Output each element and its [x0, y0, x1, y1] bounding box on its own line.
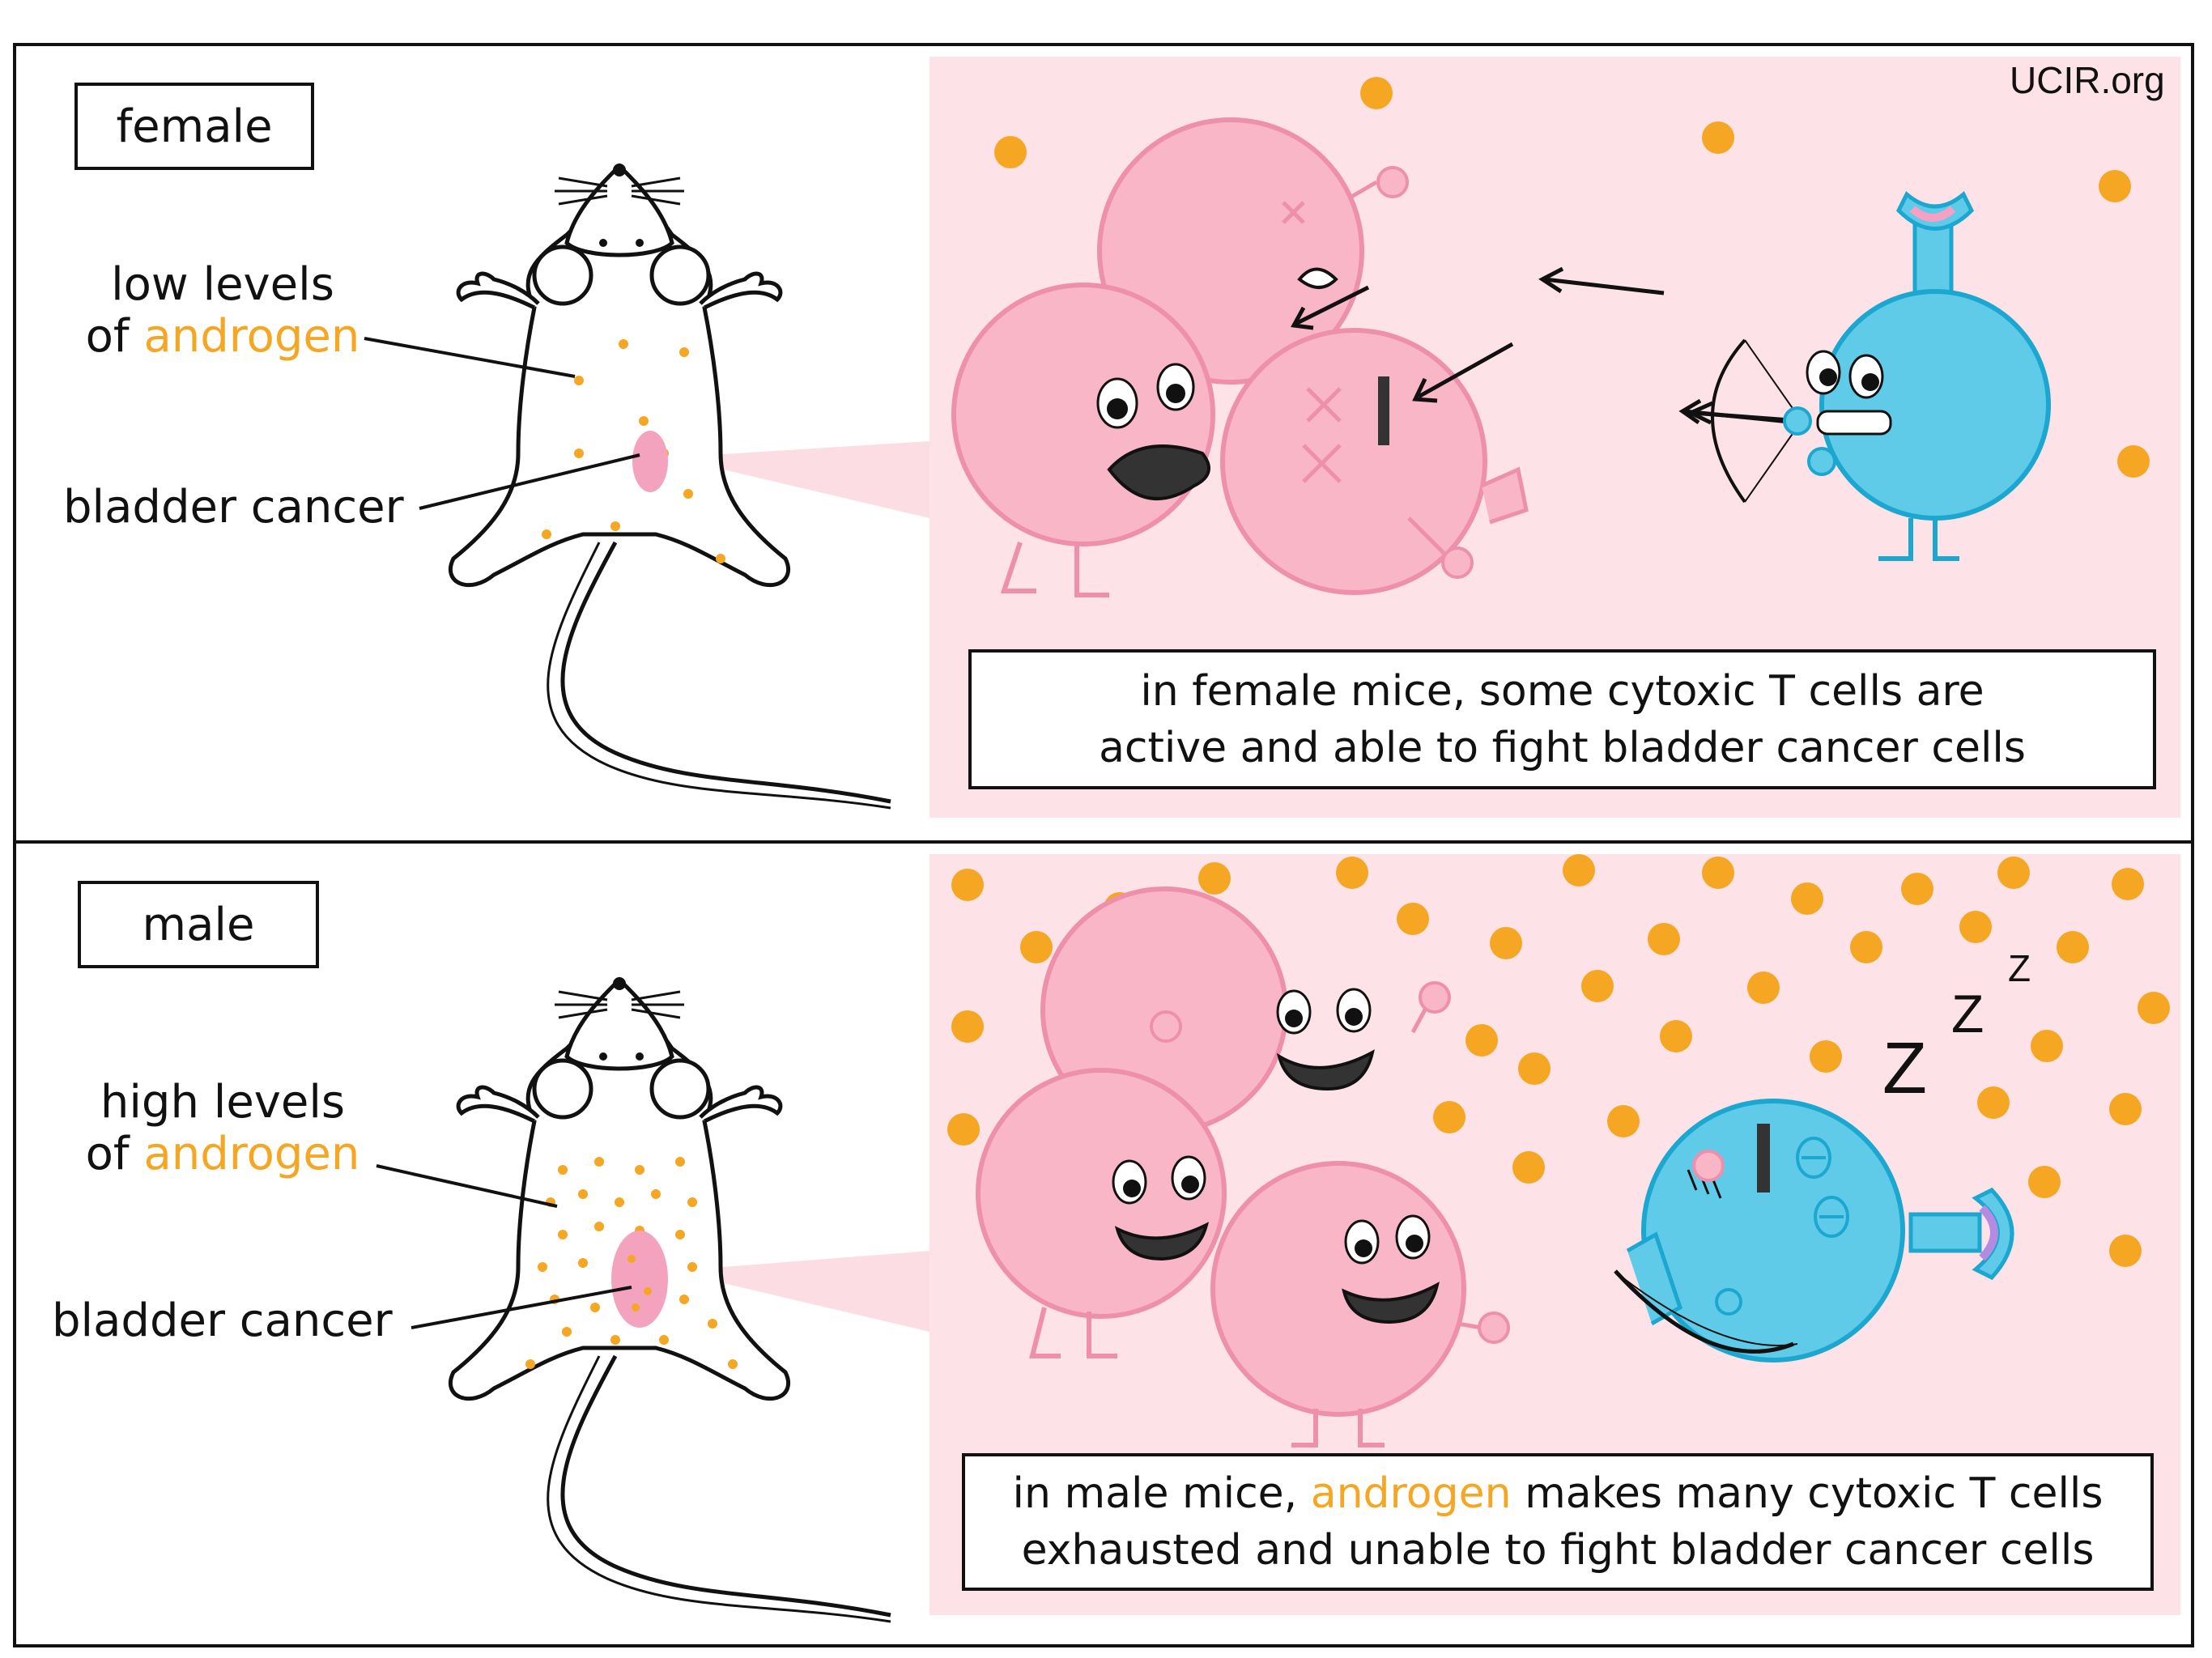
female-caption-line2: active and able to fight bladder cancer … — [1099, 723, 2026, 772]
male-cancer-label: bladder cancer — [52, 1295, 393, 1347]
sleep-z-small: Z — [2008, 947, 2031, 989]
androgen-pointer — [364, 337, 576, 378]
sleep-z-large: Z — [1882, 1028, 1927, 1109]
androgen-pointer — [376, 1164, 558, 1208]
female-label: female — [74, 83, 314, 170]
male-caption-line2: exhausted and unable to fight bladder ca… — [1021, 1526, 2095, 1575]
female-cancer-label: bladder cancer — [63, 481, 404, 534]
male-androgen-label: high levels of androgen — [77, 1077, 368, 1180]
cancer-pointer — [419, 453, 640, 510]
male-label: male — [78, 881, 319, 968]
male-caption-rest: makes many cytoxic T cells — [1525, 1469, 2104, 1518]
female-caption-line1: in female mice, some cytoxic T cells are — [1140, 666, 1984, 716]
male-androgen-line1: high levels — [100, 1076, 346, 1129]
zoom-cone — [672, 1251, 929, 1332]
male-caption-prefix: in male mice, — [1012, 1469, 1298, 1518]
female-androgen-line1: low levels — [111, 258, 334, 311]
t-cell-archer-icon — [1686, 191, 2051, 561]
male-androgen-prefix: of — [85, 1128, 130, 1180]
mouse-icon — [450, 164, 891, 808]
female-label-text: female — [116, 100, 273, 153]
female-androgen-line2: of androgen — [77, 311, 368, 363]
male-caption: in male mice, androgen makes many cytoxi… — [962, 1453, 2154, 1591]
outer-frame — [13, 43, 2194, 1647]
cancer-cell-icon — [951, 283, 1215, 597]
androgen-particles — [994, 77, 2150, 478]
tumor-icon — [611, 1231, 668, 1328]
sleep-z-medium: Z — [1951, 984, 1984, 1044]
male-androgen-line2: of androgen — [77, 1129, 368, 1180]
male-androgen-word: androgen — [143, 1128, 360, 1180]
female-androgen-prefix: of — [85, 310, 130, 363]
watermark: UCIR.org — [2010, 59, 2165, 101]
male-caption-androgen: androgen — [1310, 1469, 1512, 1518]
male-caption-line1: in male mice, androgen makes many cytoxi… — [965, 1465, 2150, 1522]
female-androgen-label: low levels of androgen — [77, 259, 368, 363]
male-label-text: male — [142, 898, 255, 951]
female-androgen-word: androgen — [143, 310, 360, 363]
zoom-cone — [672, 441, 929, 518]
tumor-icon — [632, 431, 668, 492]
cancer-cell-icon — [1210, 1161, 1510, 1448]
androgen-particles — [947, 854, 2170, 1267]
female-caption: in female mice, some cytoxic T cells are… — [968, 649, 2156, 789]
sleeping-t-cell-icon — [1614, 1099, 2014, 1363]
cancer-pointer — [410, 1286, 632, 1329]
cancer-cell-icon — [976, 1068, 1227, 1358]
